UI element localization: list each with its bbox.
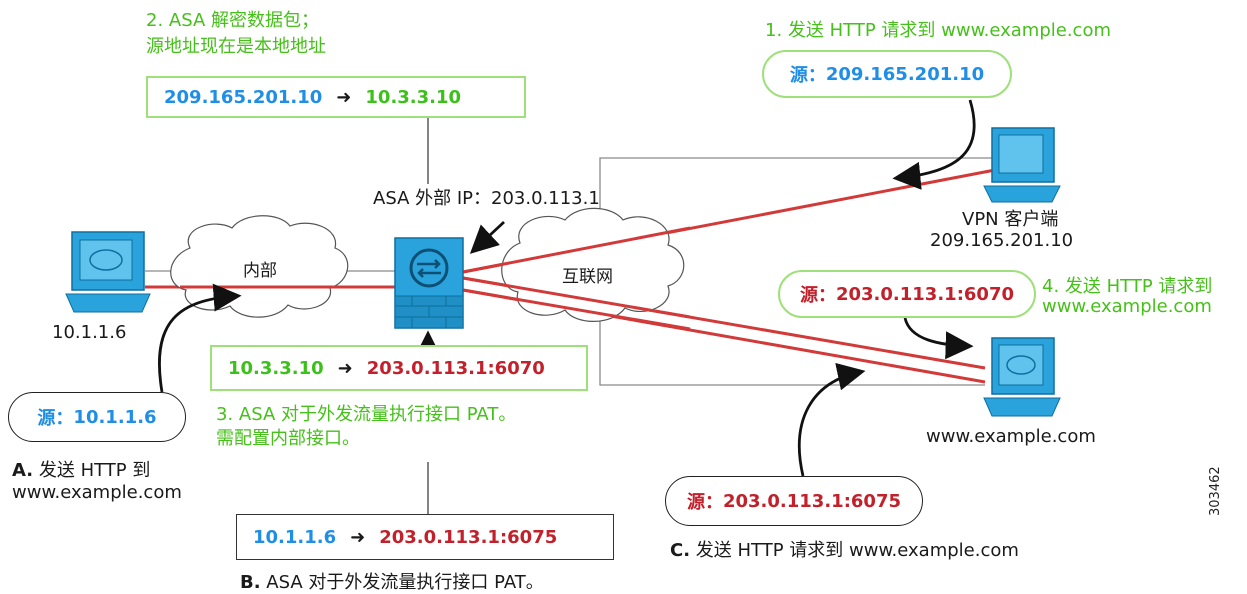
step4-source-bubble: 源： 203.0.113.1:6070 (778, 270, 1036, 318)
step1-title: 1. 发送 HTTP 请求到 www.example.com (765, 20, 1111, 41)
inside-host-ip: 10.1.1.6 (52, 322, 127, 343)
step4-source-ip: 203.0.113.1:6070 (835, 283, 1014, 305)
vpn-client-computer-icon (983, 127, 1061, 203)
stepA-letter: A. (12, 460, 34, 481)
stepA-source-ip: 10.1.1.6 (73, 406, 157, 428)
step3-arrow: ➜ (337, 357, 353, 379)
step2-title: 2. ASA 解密数据包； (146, 10, 320, 31)
step3-title: 3. ASA 对于外发流量执行接口 PAT。 (216, 404, 517, 425)
stepC-text: 发送 HTTP 请求到 www.example.com (695, 540, 1019, 561)
traffic-paths-overlay (180, 226, 691, 331)
internet-cloud-label: 互联网 (562, 267, 613, 287)
figure-id: 303462 (1208, 466, 1223, 516)
step3-translation-box: 10.3.3.10 ➜ 203.0.113.1:6070 (210, 345, 588, 391)
stepA-line1: 发送 HTTP 到 (38, 460, 151, 481)
stepC-source-prefix: 源： (686, 492, 723, 513)
step3-subtitle: 需配置内部接口。 (216, 428, 360, 449)
step2-from-ip: 209.165.201.10 (164, 86, 323, 108)
inside-cloud-label: 内部 (243, 261, 277, 281)
step3-from-ip: 10.3.3.10 (228, 357, 324, 379)
step1-source-prefix: 源： (789, 65, 826, 86)
stepA-subtitle: www.example.com (12, 482, 182, 503)
step2-arrow: ➜ (336, 86, 352, 108)
web-server-name: www.example.com (926, 426, 1096, 447)
inside-host-computer-icon (65, 231, 151, 313)
stepC-source-ip: 203.0.113.1:6075 (722, 490, 901, 512)
step2-subtitle: 源地址现在是本地地址 (146, 36, 326, 57)
step1-source-ip: 209.165.201.10 (825, 63, 985, 85)
stepB-letter: B. (240, 572, 261, 593)
stepB-text: ASA 对于外发流量执行接口 PAT。 (266, 572, 544, 593)
asa-firewall-icon (394, 237, 464, 329)
stepC-source-bubble: 源： 203.0.113.1:6075 (665, 476, 923, 526)
step1-source-bubble: 源： 209.165.201.10 (762, 50, 1012, 98)
step2-translation-box: 209.165.201.10 ➜ 10.3.3.10 (146, 76, 526, 118)
asa-outside-ip-label: ASA 外部 IP：203.0.113.1 (373, 188, 600, 209)
step4-title: 4. 发送 HTTP 请求到 (1042, 276, 1213, 297)
step4-source-prefix: 源： (799, 285, 836, 306)
stepB-from-ip: 10.1.1.6 (253, 526, 337, 548)
stepB-arrow: ➜ (350, 526, 366, 548)
stepC-title: C. 发送 HTTP 请求到 www.example.com (670, 536, 1019, 562)
stepC-letter: C. (670, 540, 691, 561)
stepB-to-ip: 203.0.113.1:6075 (379, 526, 558, 548)
step2-to-ip: 10.3.3.10 (365, 86, 462, 108)
vpn-client-name: VPN 客户端 (962, 209, 1059, 230)
stepA-title: A. 发送 HTTP 到 (12, 456, 150, 482)
web-server-computer-icon (983, 337, 1061, 417)
stepB-title: B. ASA 对于外发流量执行接口 PAT。 (240, 568, 544, 594)
stepA-source-prefix: 源： (37, 408, 74, 429)
stepA-source-bubble: 源： 10.1.1.6 (8, 392, 186, 442)
step4-subtitle: www.example.com (1042, 296, 1212, 317)
stepB-translation-box: 10.1.1.6 ➜ 203.0.113.1:6075 (236, 514, 614, 560)
vpn-client-ip: 209.165.201.10 (930, 230, 1074, 251)
step3-to-ip: 203.0.113.1:6070 (366, 357, 545, 379)
